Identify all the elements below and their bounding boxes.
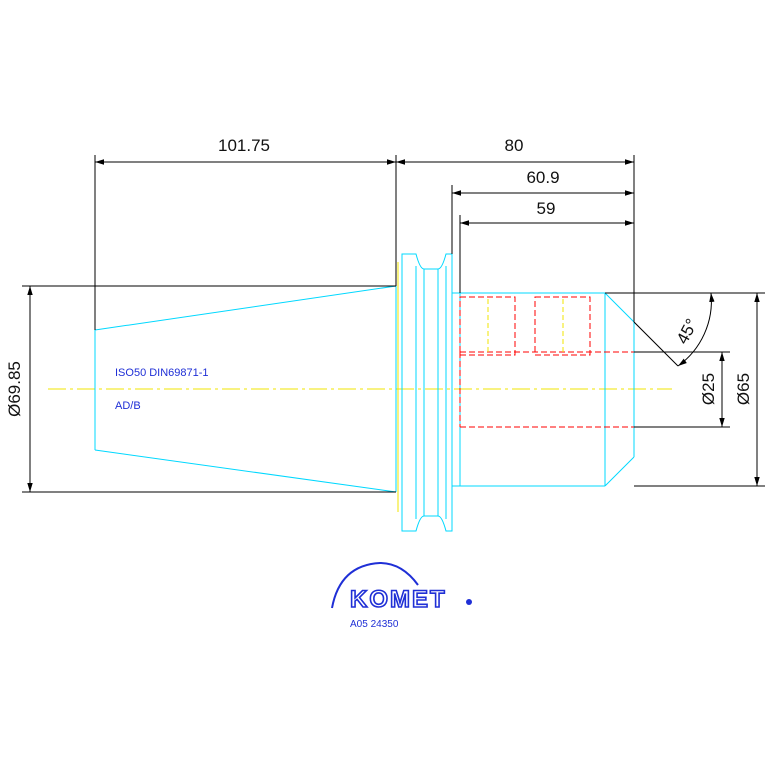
brand-name: KOMET — [350, 586, 447, 613]
komet-logo: KOMET — [331, 561, 472, 614]
dim-59: 59 — [537, 199, 556, 218]
flange — [401, 253, 453, 532]
logo-dot — [466, 599, 472, 605]
dim-taper-length: 101.75 — [218, 136, 270, 155]
dim-body-diameter: Ø65 — [734, 373, 753, 405]
dim-60-9: 60.9 — [526, 168, 559, 187]
thread-lines — [487, 299, 564, 353]
dim-bore-diameter: Ø25 — [699, 373, 718, 405]
logo-arc — [331, 561, 419, 609]
coolant-note: AD/B — [115, 400, 141, 412]
dim-overall-length: 80 — [505, 136, 524, 155]
dimension-lines — [22, 155, 765, 493]
taper-shank — [94, 285, 397, 493]
part-code: A05 24350 — [350, 619, 399, 630]
dim-chamfer-angle: 45° — [673, 316, 702, 348]
bore-hidden-lines — [459, 296, 634, 428]
standard-note: ISO50 DIN69871-1 — [115, 367, 209, 379]
dim-flange-diameter: Ø69.85 — [5, 361, 24, 417]
